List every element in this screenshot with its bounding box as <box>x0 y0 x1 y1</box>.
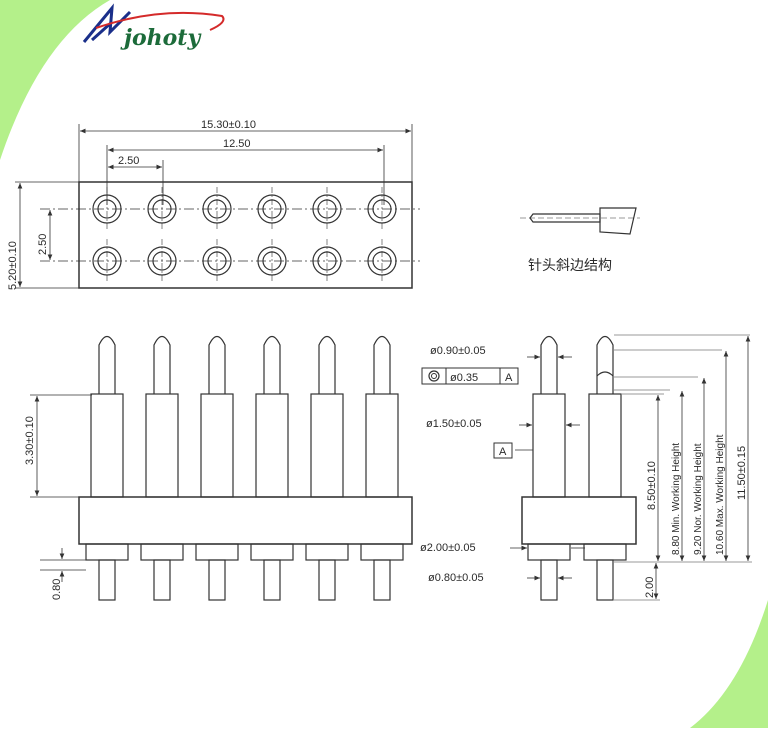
pin <box>305 335 349 601</box>
hole <box>92 187 122 231</box>
hole <box>312 239 342 283</box>
top-view <box>15 124 420 289</box>
dim-pin-span: 12.50 <box>223 138 251 150</box>
pin <box>250 335 294 601</box>
pin <box>195 335 239 601</box>
logo-mark-icon <box>82 3 132 43</box>
dim-pitch-x: 2.50 <box>118 155 139 167</box>
hole <box>202 239 232 283</box>
dim-tail-height: 2.00 <box>644 577 656 598</box>
front-view <box>30 394 413 582</box>
dim-tail-diameter: ø0.80±0.05 <box>428 572 484 584</box>
dim-barrel-diameter: ø1.50±0.05 <box>426 418 482 430</box>
dim-tail-length: 0.80 <box>51 579 63 600</box>
tip-detail <box>520 207 640 235</box>
datum-label: A <box>499 446 507 458</box>
hole <box>92 239 122 283</box>
hole <box>367 239 397 283</box>
brand-logo: johoty <box>82 3 225 51</box>
logo-text: johoty <box>120 25 202 51</box>
hole <box>257 187 287 231</box>
hole <box>147 187 177 231</box>
front-view-pins <box>85 335 404 601</box>
hole <box>202 187 232 231</box>
side-view <box>421 334 752 601</box>
dim-overall-height: 5.20±0.10 <box>7 241 19 290</box>
pin <box>85 335 129 601</box>
dim-max-working-height: 10.60 Max. Working Height <box>715 434 726 555</box>
fcf-concentricity-value: ø0.35 <box>450 372 478 384</box>
green-corner-top-left <box>0 0 110 160</box>
dim-min-working-height: 8.80 Min. Working Height <box>671 443 682 555</box>
hole <box>257 239 287 283</box>
pin <box>140 335 184 601</box>
dim-nor-working-height: 9.20 Nor. Working Height <box>693 443 704 555</box>
tip-detail-caption: 针头斜边结构 <box>528 258 612 274</box>
dim-overall-width: 15.30±0.10 <box>201 119 256 131</box>
hole <box>367 187 397 231</box>
top-view-holes <box>92 187 397 283</box>
hole <box>147 239 177 283</box>
dim-collar-diameter: ø2.00±0.05 <box>420 542 476 554</box>
dim-pitch-y: 2.50 <box>37 234 49 255</box>
dim-total-height: 11.50±0.15 <box>736 446 748 500</box>
green-corner-bottom-right <box>690 600 768 728</box>
dim-tip-diameter: ø0.90±0.05 <box>430 345 486 357</box>
fcf-datum: A <box>505 372 513 384</box>
hole <box>312 187 342 231</box>
logo-swoosh <box>95 11 225 31</box>
dim-plunger-height: 3.30±0.10 <box>24 416 36 465</box>
pin <box>360 335 404 601</box>
dim-8-50: 8.50±0.10 <box>646 461 658 510</box>
